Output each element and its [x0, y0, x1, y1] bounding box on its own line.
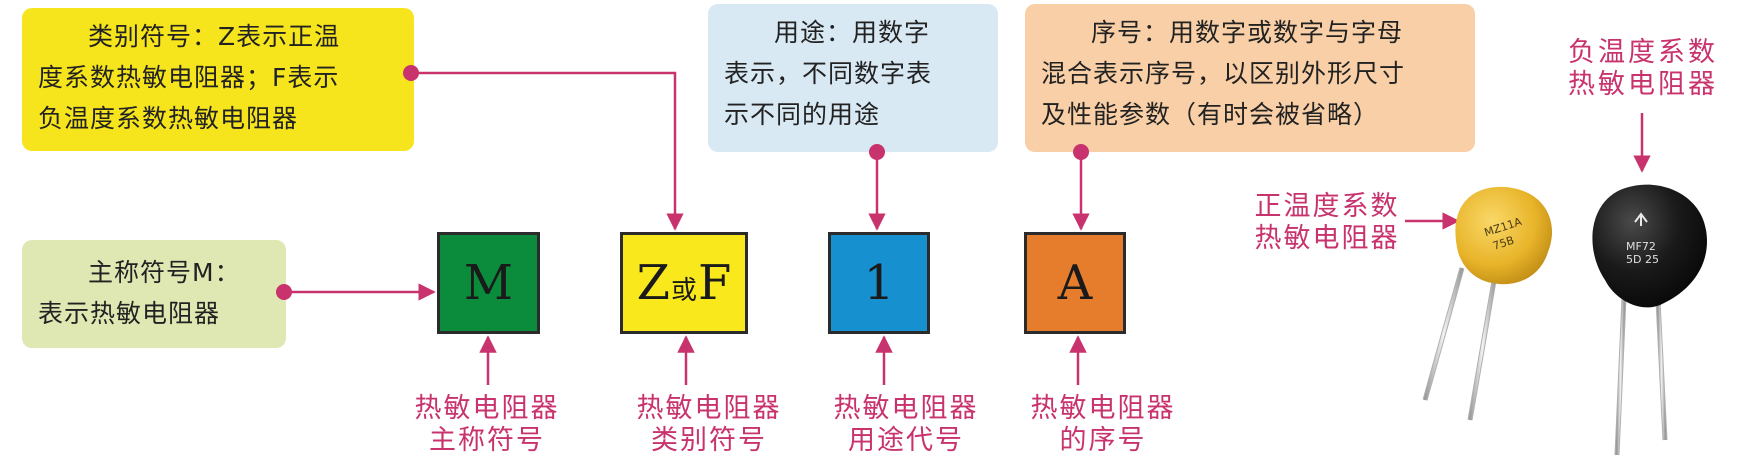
- class-connector: [414, 71, 684, 231]
- usage-note-line-2: 表示，不同数字表: [724, 59, 933, 88]
- caption-line: 热敏电阻器: [1254, 223, 1400, 254]
- caption-line: 的序号: [1059, 425, 1147, 456]
- ptc-marking-line-2: 75B: [1491, 234, 1516, 253]
- caption-line: 热敏电阻器: [1030, 393, 1176, 424]
- usage-connector-dot: [869, 144, 885, 160]
- caption-line: 主称符号: [429, 425, 545, 456]
- ntc-thermistor-image: MF72 5D 25: [1592, 184, 1707, 456]
- sequence-letter: A: [1057, 255, 1093, 311]
- sequence-note-line-1: 序号：用数字或数字与字母: [1091, 18, 1404, 47]
- caption-line: 用途代号: [848, 425, 964, 456]
- class-note-line-3: 负温度系数热敏电阻器: [38, 104, 299, 133]
- caption-line: 热敏电阻器: [1568, 69, 1718, 100]
- usage-note-line-1: 用途：用数字: [774, 18, 931, 47]
- class-symbol-f: F: [698, 255, 732, 311]
- main-symbol-caption: 热敏电阻器 主称符号: [392, 393, 582, 457]
- main-symbol-note: 主称符号M： 表示热敏电阻器: [22, 240, 286, 348]
- main-connector-dot: [276, 284, 292, 300]
- class-symbol-or: 或: [671, 275, 698, 306]
- caption-line: 正温度系数: [1254, 191, 1400, 222]
- caption-line: 类别符号: [651, 425, 767, 456]
- usage-code-box: 1: [828, 232, 930, 334]
- class-symbol-z: Z: [636, 255, 671, 311]
- caption-line: 负温度系数: [1568, 37, 1718, 68]
- main-symbol-box: M: [437, 232, 540, 334]
- usage-note: 用途：用数字 表示，不同数字表 示不同的用途: [708, 4, 998, 152]
- caption-line: 热敏电阻器: [414, 393, 560, 424]
- caption-line: 热敏电阻器: [833, 393, 979, 424]
- ptc-thermistor-caption: 正温度系数 热敏电阻器: [1232, 191, 1422, 255]
- class-connector-dot: [403, 65, 419, 81]
- usage-code-digit: 1: [863, 255, 895, 311]
- main-note-line-2: 表示热敏电阻器: [38, 299, 221, 328]
- ntc-thermistor-caption: 负温度系数 热敏电阻器: [1555, 37, 1731, 101]
- usage-code-caption: 热敏电阻器 用途代号: [811, 393, 1001, 457]
- usage-note-line-3: 示不同的用途: [724, 100, 881, 129]
- class-symbol-caption: 热敏电阻器 类别符号: [614, 393, 804, 457]
- caption-line: 热敏电阻器: [636, 393, 782, 424]
- class-symbol-note: 类别符号：Z表示正温 度系数热敏电阻器；F表示 负温度系数热敏电阻器: [22, 8, 414, 151]
- sequence-connector-dot: [1073, 144, 1089, 160]
- main-note-line-1: 主称符号M：: [88, 258, 241, 287]
- sequence-caption: 热敏电阻器 的序号: [1008, 393, 1198, 457]
- sequence-box: A: [1024, 232, 1126, 334]
- class-note-line-1: 类别符号：Z表示正温: [88, 22, 341, 51]
- ntc-marking-line-2: 5D 25: [1626, 253, 1659, 266]
- ptc-thermistor-image: MZ11A 75B: [1422, 186, 1553, 421]
- main-symbol-letter: M: [463, 255, 514, 311]
- sequence-note-line-2: 混合表示序号，以区别外形尺寸: [1041, 59, 1406, 88]
- ntc-marking-line-1: MF72: [1626, 240, 1656, 253]
- sequence-note: 序号：用数字或数字与字母 混合表示序号，以区别外形尺寸 及性能参数（有时会被省略…: [1025, 4, 1475, 152]
- class-note-line-2: 度系数热敏电阻器；F表示: [38, 63, 340, 92]
- sequence-note-line-3: 及性能参数（有时会被省略）: [1041, 100, 1380, 129]
